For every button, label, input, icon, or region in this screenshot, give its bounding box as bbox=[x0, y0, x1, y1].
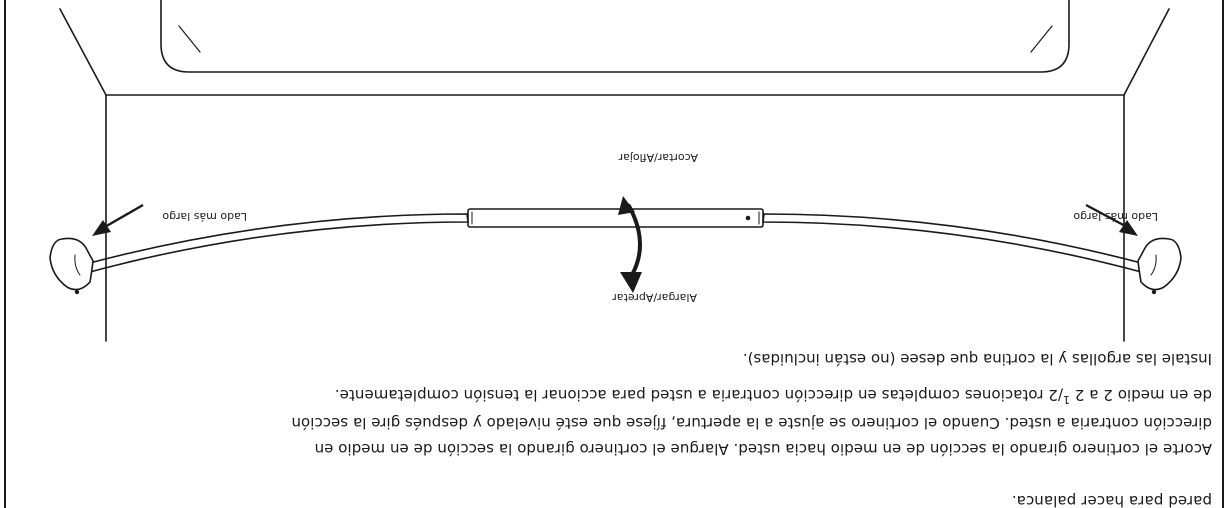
end-cap-left-detail bbox=[1150, 254, 1157, 276]
pointer-arrows bbox=[102, 203, 1130, 230]
rod-screw bbox=[745, 215, 751, 221]
page-border bbox=[4, 0, 1224, 508]
end-cap-right-detail bbox=[74, 254, 81, 276]
rod-right-section bbox=[85, 213, 469, 274]
arrow-to-left-cap bbox=[1085, 203, 1130, 230]
end-cap-left bbox=[1137, 237, 1182, 291]
label-acortar-aflojar: Acortar/Aflojar bbox=[618, 151, 698, 164]
wall-right bbox=[59, 8, 107, 342]
arrow-head-right-pointing bbox=[618, 196, 635, 215]
rotation-arrow bbox=[627, 204, 642, 282]
rod-middle-section bbox=[467, 208, 764, 228]
rod-collars bbox=[471, 211, 760, 225]
end-cap-right bbox=[49, 237, 94, 291]
label-longer-side-right: Lado más largo bbox=[162, 210, 247, 223]
label-alargar-apretar: Alargar/Apretar bbox=[612, 291, 697, 304]
wall-left bbox=[1123, 8, 1170, 342]
arrow-head-left-pointing bbox=[620, 272, 642, 293]
arrow-to-right-cap bbox=[102, 203, 144, 230]
tub-outline bbox=[160, 0, 1070, 73]
label-longer-side-left: Lado más largo bbox=[1073, 210, 1158, 223]
tub-corner-marks bbox=[178, 25, 1053, 53]
